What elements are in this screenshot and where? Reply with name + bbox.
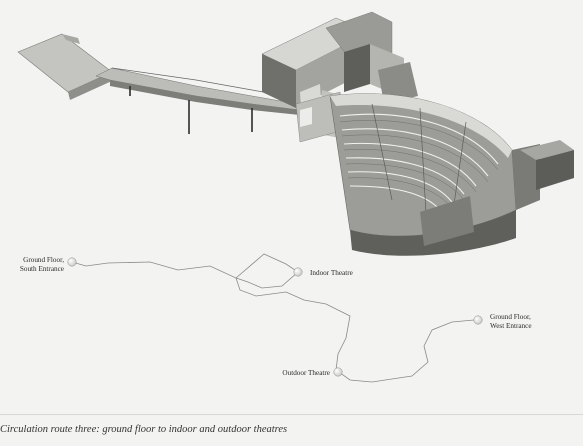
south-entrance-label-line2: South Entrance [20,265,64,273]
west-entrance-node [473,315,483,325]
indoor-theatre-node [293,267,303,277]
west-entrance-label-line1: Ground Floor, [490,313,531,321]
outdoor-theatre-node [333,367,343,377]
bridge-platform [17,33,114,100]
south-entrance-label-line1: Ground Floor, [23,256,64,264]
figure-caption: Circulation route three: ground floor to… [0,424,288,435]
route-nodes [67,257,483,377]
route-labels: Ground Floor, South Entrance Indoor Thea… [20,256,532,377]
outdoor-theatre-bowl [329,93,574,256]
building-model [17,11,574,256]
circulation-route [71,253,475,383]
bridge-columns [129,86,253,134]
south-entrance-node [67,257,77,267]
caption-divider [0,414,583,415]
outdoor-theatre-label: Outdoor Theatre [282,369,330,377]
indoor-theatre-label: Indoor Theatre [310,269,353,277]
west-entrance-label-line2: West Entrance [490,322,532,330]
